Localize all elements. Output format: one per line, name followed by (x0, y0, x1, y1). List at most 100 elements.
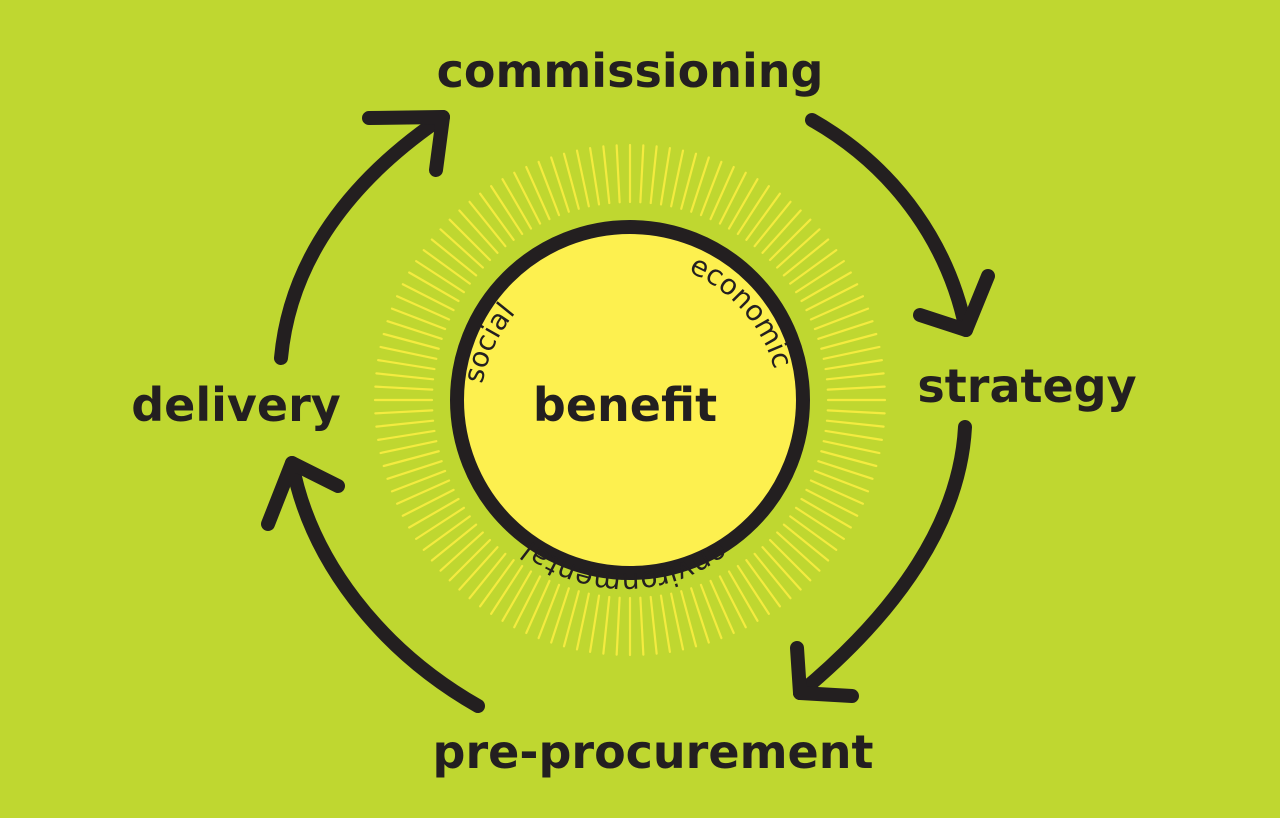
sunburst-rays (373, 143, 887, 657)
sun-ray (768, 538, 812, 582)
sun-ray (602, 145, 611, 205)
sun-ray (639, 596, 645, 656)
sun-ray (753, 200, 792, 248)
arrow-delivery-to-commissioning (274, 110, 450, 365)
sun-ray (649, 595, 658, 655)
sun-ray (825, 372, 885, 381)
sun-ray (736, 564, 770, 615)
arrow-shaft (274, 110, 450, 365)
sun-ray (575, 149, 590, 208)
sun-ray (395, 295, 451, 321)
sun-ray (670, 592, 685, 651)
sun-ray (800, 271, 852, 303)
sun-ray (468, 200, 507, 248)
sun-ray (448, 538, 492, 582)
sun-ray (430, 523, 478, 562)
sun-ray (753, 552, 792, 600)
sun-ray (401, 488, 455, 517)
sun-ray (768, 218, 812, 262)
sun-ray (415, 506, 466, 540)
sun-ray (562, 152, 580, 210)
sun-ray (408, 271, 460, 303)
arrowhead (913, 269, 995, 337)
sun-ray (649, 145, 658, 205)
stage-delivery: delivery (131, 378, 341, 432)
sun-ray (589, 147, 601, 206)
sun-ray (550, 587, 570, 644)
sun-ray (826, 409, 886, 415)
sun-ray (809, 295, 865, 321)
cycle-arrows (261, 110, 995, 713)
sun-ray (422, 515, 471, 551)
sun-ray (589, 594, 601, 653)
sun-ray (382, 450, 440, 468)
sun-ray (490, 564, 524, 615)
sun-ray (537, 583, 561, 640)
sun-ray (458, 546, 499, 591)
sun-ray (390, 307, 447, 331)
benefit-circle (450, 220, 810, 580)
sun-ray (422, 249, 471, 285)
sun-ray (709, 579, 735, 635)
sun-ray (375, 372, 435, 381)
sun-ray (800, 497, 852, 529)
arrow-pre-procurement-to-delivery (261, 456, 485, 713)
arrow-shaft (805, 113, 973, 337)
sun-ray (826, 385, 886, 391)
arrowhead (790, 641, 859, 703)
sun-ray (562, 590, 580, 648)
sun-ray (745, 559, 781, 608)
sun-ray (690, 587, 710, 644)
sun-ray (727, 178, 759, 230)
sun-ray (379, 345, 438, 360)
sun-ray (745, 192, 781, 241)
sun-ray (537, 160, 561, 217)
sun-ray (727, 570, 759, 622)
sun-ray (615, 596, 621, 656)
sun-ray (824, 429, 883, 441)
sun-ray (379, 440, 438, 455)
arrow-strategy-to-pre-procurement (790, 420, 972, 703)
arrow-shaft (793, 420, 972, 700)
stage-commissioning: commissioning (437, 44, 824, 98)
sun-ray (377, 359, 436, 371)
sun-ray (817, 460, 874, 480)
sun-ray (809, 479, 865, 505)
sun-ray (776, 228, 821, 269)
stage-strategy: strategy (917, 359, 1136, 413)
sun-ray (501, 178, 533, 230)
sun-ray (813, 469, 870, 493)
sun-ray (525, 165, 551, 221)
sun-ray (805, 488, 859, 517)
stage-pre-procurement: pre-procurement (433, 725, 874, 779)
sun-ray (680, 590, 698, 648)
sun-ray (479, 559, 515, 608)
sun-ray (718, 171, 747, 225)
sun-ray (690, 156, 710, 213)
sun-ray (761, 209, 802, 254)
sun-ray (736, 185, 770, 236)
sun-ray (468, 552, 507, 600)
sun-ray (395, 479, 451, 505)
sun-ray (782, 523, 830, 562)
sun-ray (401, 283, 455, 312)
sun-ray (575, 592, 590, 651)
sun-ray (820, 450, 878, 468)
benefit-title: benefit (533, 378, 717, 432)
arrow-shaft (285, 456, 485, 713)
sun-ray (699, 160, 723, 217)
sun-ray (386, 320, 443, 340)
sun-ray (824, 359, 883, 371)
arrowhead (261, 456, 345, 531)
sun-ray (458, 209, 499, 254)
sun-ray (374, 409, 434, 415)
sun-ray (615, 144, 621, 204)
sun-ray (761, 546, 802, 591)
sun-ray (513, 575, 542, 629)
sun-ray (390, 469, 447, 493)
sun-ray (501, 570, 533, 622)
sun-ray (718, 575, 747, 629)
sun-ray (789, 249, 838, 285)
sun-ray (670, 149, 685, 208)
